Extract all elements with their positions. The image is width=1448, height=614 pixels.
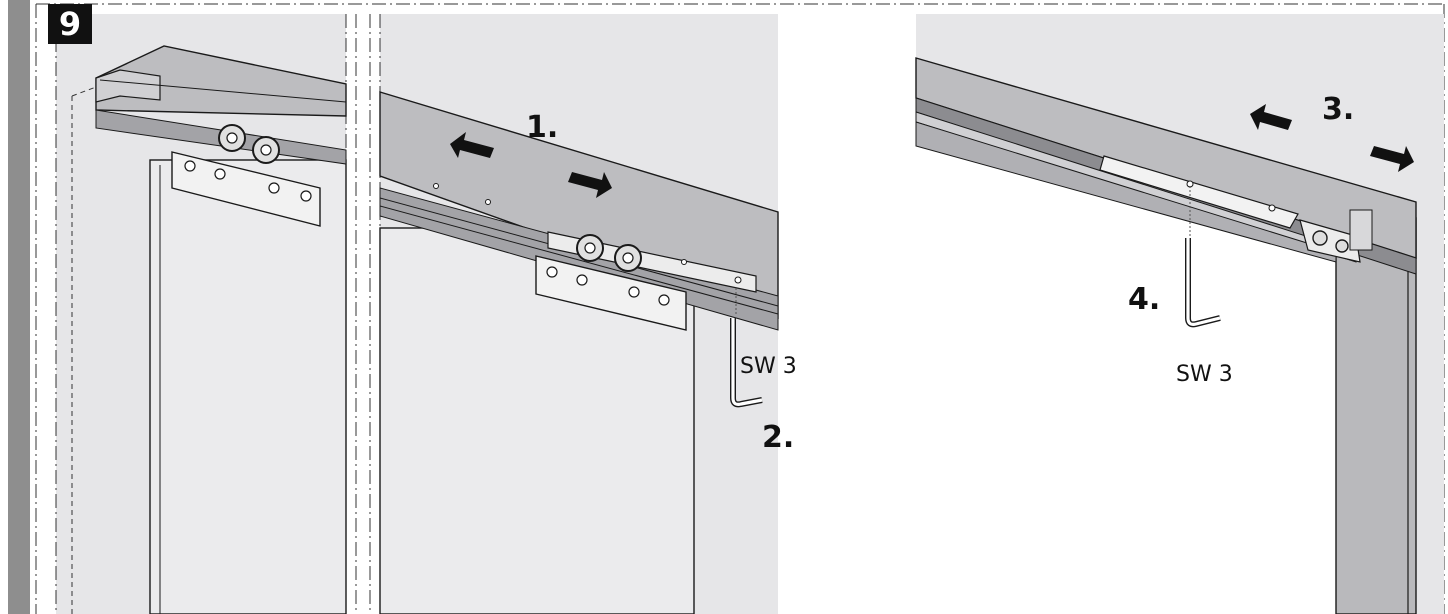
step-number-badge: 9 (48, 4, 92, 44)
door-panel-left (149, 159, 347, 614)
arrow-left-step1 (450, 132, 494, 158)
hanger-plate-middle (535, 231, 757, 331)
arrow-left-step3 (1250, 104, 1292, 130)
hex-key-left (730, 288, 763, 408)
left-panel (55, 14, 779, 614)
tool-size-right: SW 3 (1176, 362, 1233, 387)
arrow-right-step3 (1370, 146, 1414, 172)
hex-key-right (1185, 186, 1221, 328)
step-2-label: 2. (762, 420, 795, 455)
step-3-label: 3. (1322, 92, 1355, 127)
end-stop-hardware (1299, 209, 1373, 263)
right-panel (915, 14, 1444, 614)
frame-post (1335, 217, 1417, 614)
side-strip (8, 0, 30, 614)
hanger-plate-left (171, 124, 321, 227)
arrow-right-step1 (568, 172, 612, 198)
step-1-label: 1. (526, 110, 559, 145)
tool-size-left: SW 3 (740, 354, 797, 379)
step-4-label: 4. (1128, 282, 1161, 317)
